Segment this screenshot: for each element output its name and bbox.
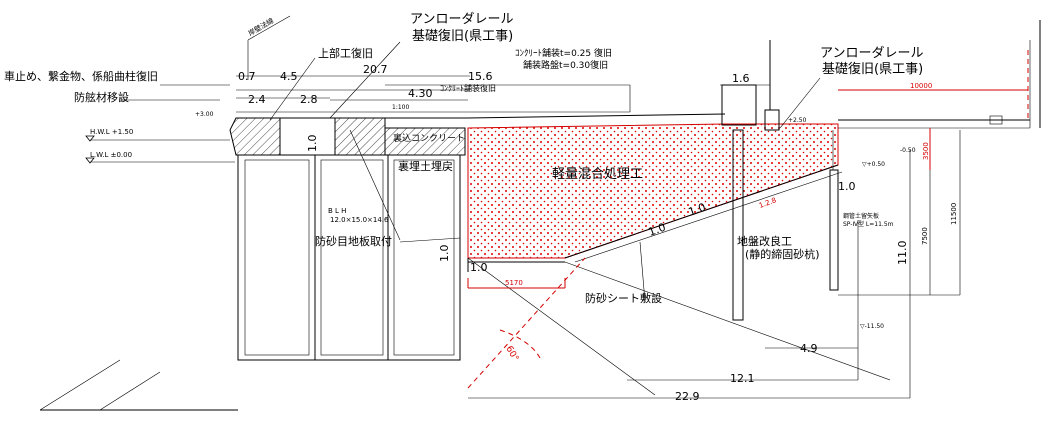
label-retaining-pile-2: SP-Ⅳ型 L=11.5m [843, 220, 894, 228]
ground-improvement [721, 20, 1041, 321]
dim-11500: 11500 [950, 203, 958, 225]
dim-4-30: 4.30 [408, 87, 433, 100]
dim-1-0c: 1.0 [470, 261, 488, 274]
water-levels [85, 135, 235, 164]
label-fender-move: 防舷材移設 [74, 90, 129, 104]
dim-3500: 3500 [922, 142, 930, 160]
label-el-050b: -0.50 [900, 147, 916, 154]
label-unloader-right-1: アンローダレール [820, 46, 923, 61]
dim-1-0a: 1.0 [306, 135, 319, 153]
label-upper-work: 上部工復旧 [318, 46, 373, 60]
label-el-250: +2.50 [788, 117, 807, 124]
upper-work-structure [229, 84, 726, 156]
dim-1-0b: 1.0 [438, 245, 451, 263]
dim-15-6: 15.6 [468, 70, 493, 83]
dim-4-9: 4.9 [800, 342, 818, 355]
red-dimensions [467, 50, 1029, 389]
label-ground-improve-2: (静的締固砂杭) [745, 247, 820, 261]
label-lwl: L.W.L ±0.00 [90, 151, 132, 159]
dim-1-0d: 1.0 [838, 180, 856, 193]
label-el-300: +3.00 [195, 111, 214, 118]
label-pave-base: 舗装路盤t=0.30復旧 [523, 59, 608, 71]
label-bitt-etc: 車止め、繋金物、係船曲柱復旧 [4, 69, 158, 83]
dim-1-6: 1.6 [732, 72, 750, 85]
label-unloader-left-2: 基礎復旧(県工事) [412, 28, 513, 44]
label-hwl: H.W.L +1.50 [90, 128, 133, 136]
leader-lines [120, 15, 821, 303]
label-sand-sheet: 防砂シート敷設 [585, 291, 662, 305]
label-backfill: 裏埋土埋戻 [398, 159, 453, 173]
label-unloader-left-1: アンローダレール [410, 12, 513, 27]
label-concrete-pave: ｺﾝｸﾘｰﾄ舗装t=0.25 復旧 [515, 47, 612, 59]
label-caisson-dims-2: 12.0×15.0×14.6 [330, 216, 389, 224]
label-unloader-right-2: 基礎復旧(県工事) [822, 61, 923, 77]
seabed [39, 359, 460, 411]
label-slope-1: 1.0 [647, 221, 668, 239]
label-back-concrete: 裏込コンクリート [393, 132, 465, 144]
dim-11-0: 11.0 [896, 241, 909, 266]
dim-2-4: 2.4 [248, 93, 266, 106]
label-slope-ratio: 1:100 [392, 104, 409, 111]
label-angle: 60° [503, 345, 520, 364]
dim-5170: 5170 [505, 279, 523, 287]
label-retaining-pile-1: 鋼管土留矢板 [843, 212, 879, 220]
dim-4-5: 4.5 [280, 70, 298, 83]
dim-22-9: 22.9 [675, 390, 700, 403]
label-slope-2: 1.2.8 [758, 196, 777, 210]
dim-7500: 7500 [921, 227, 929, 245]
dimension-lines [236, 75, 961, 399]
label-concrete-restore: ｺﾝｸﾘｰﾄ舗装復旧 [440, 83, 496, 93]
dim-12-1: 12.1 [730, 372, 755, 385]
dim-20-7: 20.7 [363, 63, 388, 76]
dim-2-8: 2.8 [300, 93, 318, 106]
label-caisson-dims-1: B L H [328, 207, 346, 215]
dim-0-7: 0.7 [238, 70, 256, 83]
caisson [237, 154, 461, 361]
label-lightweight: 軽量混合処理工 [552, 167, 643, 182]
label-el-050a: ▽+0.50 [862, 161, 885, 168]
dim-1-0e: 1.0 [687, 201, 708, 219]
label-el-m1150: ▽-11.50 [860, 323, 884, 330]
slope-lines [467, 164, 891, 396]
dim-10000: 10000 [910, 82, 932, 90]
label-sand-plate: 防砂目地板取付 [315, 234, 392, 248]
label-ground-improve-1: 地盤改良工 [737, 234, 792, 248]
